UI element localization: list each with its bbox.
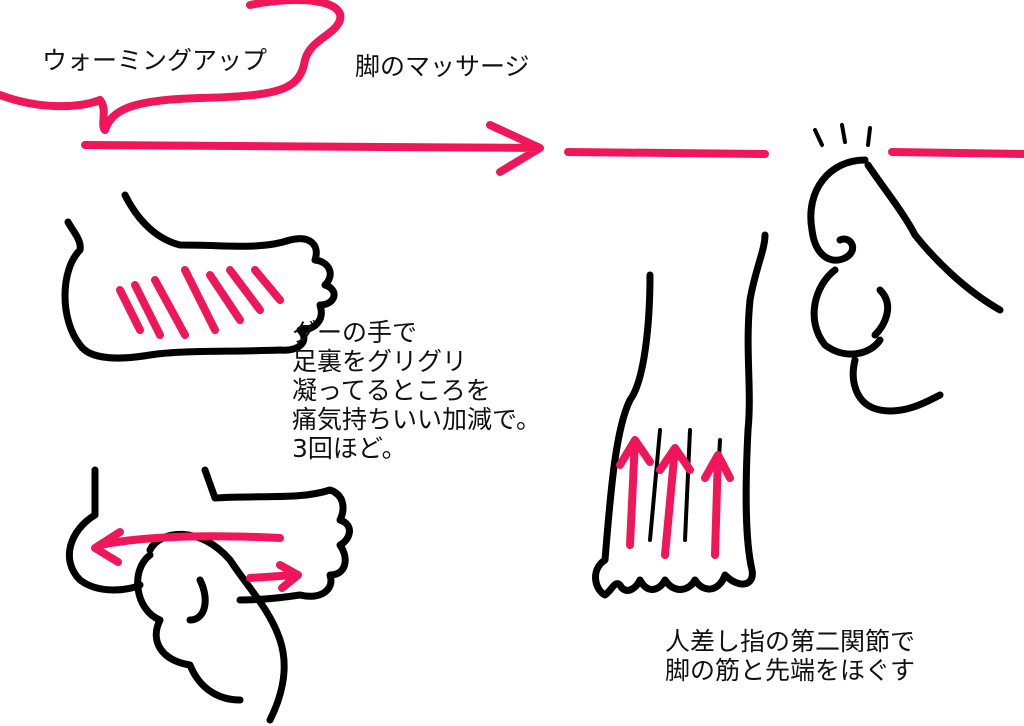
timeline-segment: [888, 148, 1024, 158]
timeline-arrow: [81, 121, 544, 176]
knuckle-instructions: 人差し指の第二関節で 脚の筋と先端をほぐす: [665, 627, 915, 685]
instruction-line: グーの手で: [292, 318, 418, 347]
leg-illustration: [592, 231, 769, 599]
instruction-line: 凝ってるところを: [292, 376, 491, 405]
instruction-line: 足裏をグリグリ: [292, 347, 468, 376]
foot-hand-illustration: [65, 466, 353, 724]
instruction-line: 脚の筋と先端をほぐす: [665, 656, 916, 685]
timeline-segment: [564, 148, 769, 158]
instruction-line: 人差し指の第二関節で: [665, 627, 916, 656]
foot-sole-illustration: [61, 191, 338, 362]
speech-bubble: [0, 0, 345, 134]
leg-massage-label: 脚のマッサージ: [355, 52, 530, 81]
warmup-label: ウォーミングアップ: [42, 46, 268, 75]
instruction-line: 痛気持ちいい加減で。: [292, 405, 542, 434]
knuckle-hand-illustration: [807, 123, 1004, 415]
instruction-line: 3回ほど。: [292, 434, 407, 463]
sole-instructions: グーの手で 足裏をグリグリ 凝ってるところを 痛気持ちいい加減で。 3回ほど。: [292, 318, 541, 463]
